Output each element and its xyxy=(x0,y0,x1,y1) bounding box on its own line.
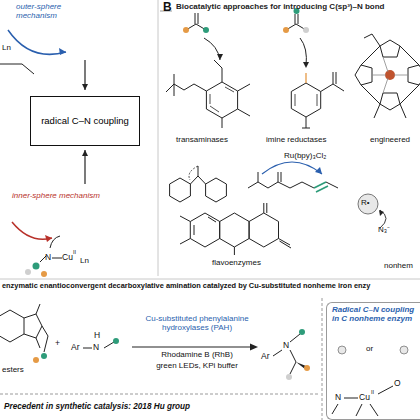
ligand-label: Ln xyxy=(80,257,89,266)
catalyst-label: Cu-substituted phenylalanine hydroxylase… xyxy=(138,315,256,333)
reagent-label: N₃⁻ xyxy=(378,226,390,235)
condition-label: Rhodamine B (RhB) xyxy=(138,351,256,360)
oxidation-state: II xyxy=(371,389,374,395)
reagent-label: Ru(bpy)₃Cl₂ xyxy=(284,152,326,161)
mechanism-label: outer-sphere mechanism xyxy=(16,3,96,21)
atom-label: N xyxy=(335,393,341,403)
atom-label: H xyxy=(94,331,100,341)
atom-label: N xyxy=(283,341,289,351)
condition-label: green LEDs, KPi buffer xyxy=(134,362,260,371)
inset-box: Radical C–N coupling in C nonheme enzym xyxy=(326,302,420,420)
panel-letter: B xyxy=(163,1,172,14)
atom-label: Ar xyxy=(261,352,270,362)
atom-label: O xyxy=(394,379,401,389)
plus-sign: + xyxy=(55,339,60,349)
enzyme-label: engineered xyxy=(370,136,410,145)
enzyme-label: flavoenzymes xyxy=(212,259,261,268)
enzyme-label: transaminases xyxy=(176,136,228,145)
box-label: Radical C–N coupling in C nonheme enzym xyxy=(332,306,418,324)
section-heading: enzymatic enantioconvergent decarboxylat… xyxy=(2,282,418,290)
atom-label: Ar xyxy=(71,343,80,353)
enzyme-label: nonhem xyxy=(384,262,413,271)
atom-label: N xyxy=(93,343,99,353)
ligand-label: Ln xyxy=(2,44,11,53)
substrate-label: esters xyxy=(2,366,24,375)
enzyme-label: imine reductases xyxy=(266,136,326,145)
mechanism-box: radical C–N coupling xyxy=(30,96,140,146)
atom-label: Cu xyxy=(62,253,73,263)
mechanism-label: inner-sphere mechanism xyxy=(12,192,102,201)
precedent-note: Precedent in synthetic catalysis: 2018 H… xyxy=(4,402,320,411)
atom-label: N xyxy=(45,253,51,263)
oxidation-state: II xyxy=(73,249,76,255)
connector-word: or xyxy=(366,345,373,354)
panel-heading: Biocatalytic approaches for introducing … xyxy=(176,3,420,12)
atom-label: Cu xyxy=(359,393,370,403)
box-label: radical C–N coupling xyxy=(41,116,129,127)
radical-label: R• xyxy=(361,199,370,208)
